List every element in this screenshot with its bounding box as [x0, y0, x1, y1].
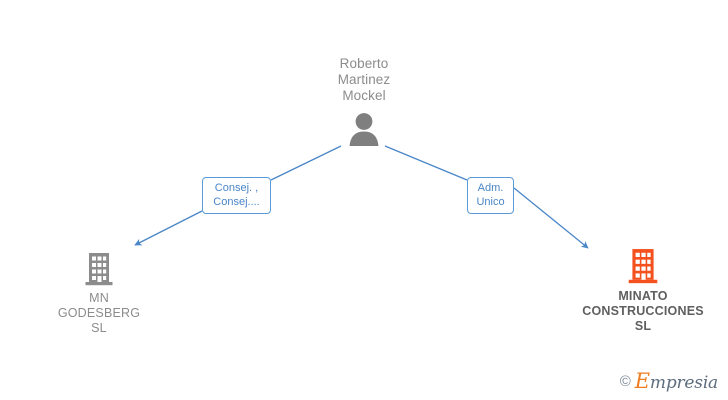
edge-label-adm-unico[interactable]: Adm. Unico	[467, 177, 514, 214]
company-node-mn-godesberg[interactable]: MN GODESBERG SL	[28, 252, 170, 336]
watermark: © Empresia	[620, 371, 718, 392]
edge-line-left-upper	[270, 145, 342, 181]
edge-line-right-lower	[513, 187, 589, 249]
company-node-minato-construcciones[interactable]: MINATO CONSTRUCCIONES SL	[558, 248, 728, 334]
person-node[interactable]: Roberto Martinez Mockel	[302, 56, 426, 146]
person-name-label: Roberto Martinez Mockel	[337, 56, 391, 103]
copyright-icon: ©	[619, 373, 631, 390]
brand-initial: E	[634, 369, 650, 393]
edge-line-right-upper	[384, 145, 468, 181]
company-name-label: MINATO CONSTRUCCIONES SL	[582, 289, 704, 333]
building-icon	[85, 253, 113, 286]
company-name-label: MN GODESBERG SL	[57, 291, 141, 335]
brand-rest: mpresia	[649, 373, 718, 393]
person-silhouette-icon	[349, 113, 379, 146]
building-icon	[628, 249, 658, 284]
edge-label-consej[interactable]: Consej. , Consej....	[202, 177, 271, 214]
edge-line-left-lower	[134, 210, 203, 246]
brand-logo-text: Empresia	[635, 371, 718, 392]
